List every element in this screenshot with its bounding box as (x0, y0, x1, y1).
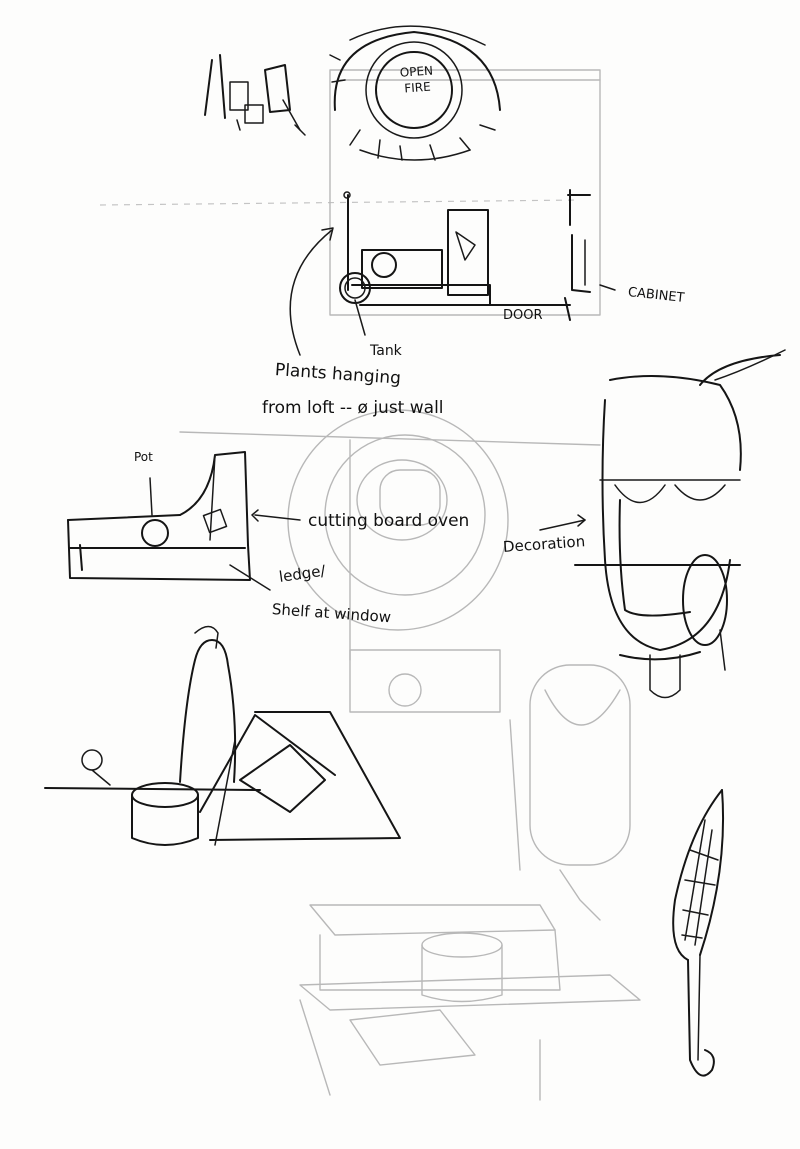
plants-annotation-arrow (289, 227, 366, 356)
door-label: DOOR (503, 308, 543, 323)
open-fire-plan (329, 25, 501, 161)
pot-label: Pot (134, 450, 153, 464)
pencil-underdrawing (99, 69, 641, 1101)
decoration-lantern-sketch (539, 349, 786, 699)
tank-label: Tank (370, 343, 402, 359)
kitchen-plan (339, 189, 616, 321)
cutting-board-oven-label: cutting board oven (308, 511, 470, 531)
hanging-rack-sketch (672, 789, 725, 1077)
plants-label-line2: from loft -- ø just wall (262, 398, 444, 418)
top-left-objects (204, 54, 306, 136)
oven-section-sketch (67, 451, 301, 591)
open-fire-label: OPEN FIRE (399, 63, 434, 96)
counter-scene-sketch (44, 625, 401, 846)
